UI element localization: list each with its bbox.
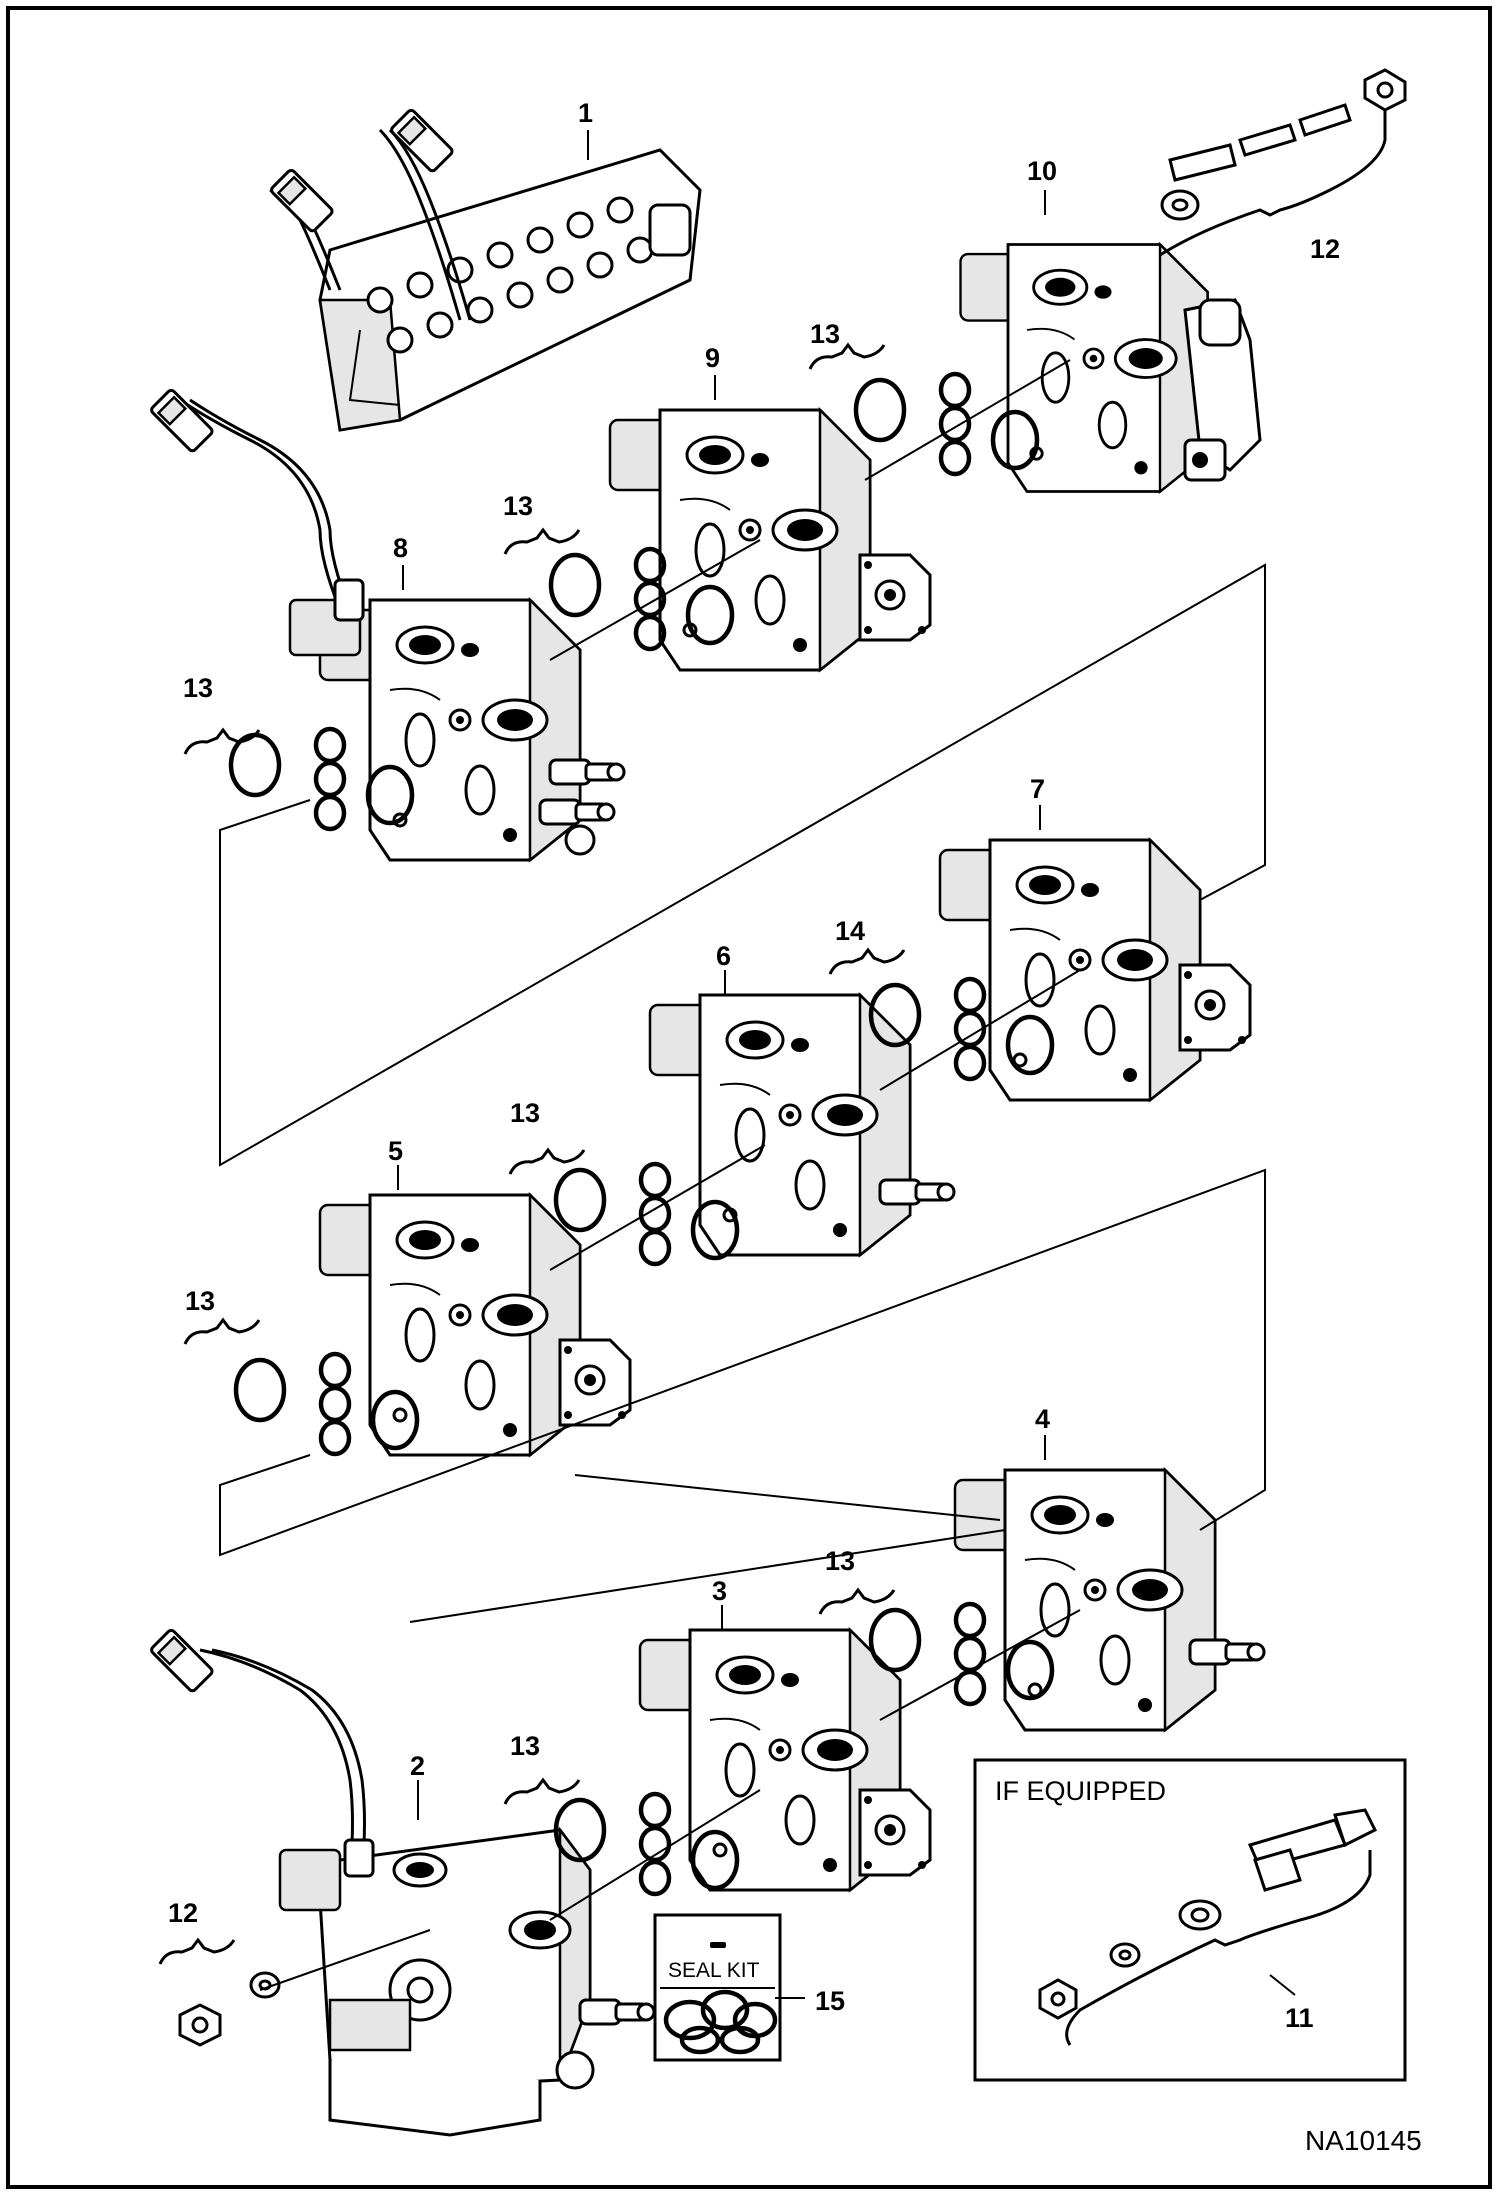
callout-10: 10 <box>1027 156 1057 186</box>
callout-13-b: 13 <box>503 491 533 521</box>
callout-4: 4 <box>1035 1404 1050 1434</box>
if-equipped-box: IF EQUIPPED <box>973 1758 1407 2082</box>
callout-13-g: 13 <box>510 1731 540 1761</box>
callout-13-d: 13 <box>510 1098 540 1128</box>
assembled-valve-bank <box>268 107 702 432</box>
if-equipped-label: IF EQUIPPED <box>995 1776 1166 1806</box>
callout-12-top: 12 <box>1310 234 1340 264</box>
hardware-set-12-bottom <box>178 1971 281 2047</box>
callout-15: 15 <box>815 1986 845 2016</box>
valve-section-10 <box>959 243 1262 493</box>
drawing-border <box>6 6 1492 2189</box>
valve-section-5 <box>318 1193 632 1457</box>
callout-13-e: 13 <box>185 1286 215 1316</box>
valve-section-7 <box>938 838 1252 1102</box>
callout-9: 9 <box>705 343 720 373</box>
callout-11: 11 <box>1285 2003 1314 2033</box>
callout-8: 8 <box>393 533 408 563</box>
callout-13-a: 13 <box>810 319 840 349</box>
valve-section-2 <box>148 1627 656 2137</box>
valve-section-9 <box>608 408 932 672</box>
callout-labels: 1 2 3 4 5 6 7 8 9 10 11 12 12 13 13 13 1… <box>168 98 1340 2033</box>
callout-5: 5 <box>388 1136 403 1166</box>
callout-12-bottom: 12 <box>168 1898 198 1928</box>
callout-14: 14 <box>835 916 865 946</box>
callout-13-f: 13 <box>825 1546 855 1576</box>
callout-7: 7 <box>1030 774 1045 804</box>
callout-1: 1 <box>578 98 593 128</box>
valve-section-4 <box>953 1468 1266 1732</box>
seal-kit-box: SEAL KIT <box>653 1913 782 2062</box>
callout-2: 2 <box>410 1751 425 1781</box>
seal-kit-label: SEAL KIT <box>668 1959 760 1982</box>
drawing-code: NA10145 <box>1305 2125 1422 2156</box>
callout-6: 6 <box>716 941 731 971</box>
valve-section-8 <box>148 387 626 862</box>
callout-13-c: 13 <box>183 673 213 703</box>
hardware-set-12-top <box>1159 68 1407 257</box>
assembly-lines <box>219 130 1296 1999</box>
callout-3: 3 <box>712 1576 727 1606</box>
